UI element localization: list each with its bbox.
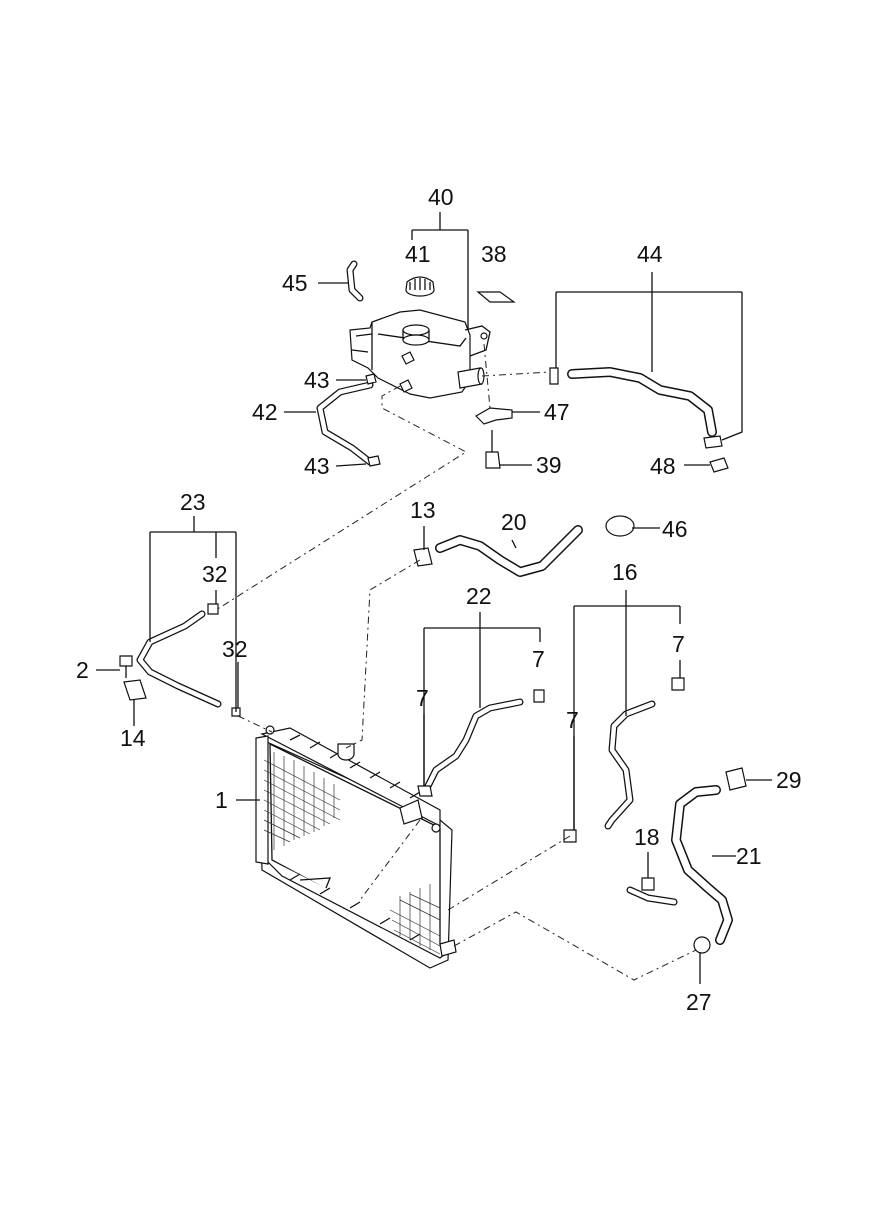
- callout-43a: 43: [304, 367, 330, 393]
- callout-7c: 7: [416, 685, 429, 711]
- callout-7a: 7: [672, 631, 685, 657]
- hose-clip: [671, 677, 685, 691]
- sensor-hose: [626, 886, 678, 906]
- callout-32a: 32: [202, 561, 228, 587]
- hose-clip: [417, 785, 433, 797]
- overflow-hose: [346, 260, 364, 302]
- bolt: [119, 655, 133, 678]
- hose-clip: [533, 689, 545, 703]
- callout-29: 29: [776, 767, 802, 793]
- callout-13: 13: [410, 497, 436, 523]
- bypass-hose: [604, 700, 656, 830]
- callout-7d: 7: [566, 707, 579, 733]
- hose-clamp: [413, 547, 433, 567]
- callout-44: 44: [637, 241, 663, 267]
- clip: [709, 457, 729, 473]
- upper-radiator-hose: [435, 525, 583, 577]
- callout-40: 40: [428, 184, 454, 210]
- hose-clamp: [703, 435, 723, 449]
- radiator: [255, 725, 457, 969]
- callout-39: 39: [536, 452, 562, 478]
- callout-21: 21: [736, 843, 762, 869]
- reservoir-tank: [349, 309, 491, 399]
- connection-lines: [215, 343, 697, 981]
- overflow-pipe: [136, 610, 222, 708]
- callout-1: 1: [215, 787, 228, 813]
- callout-23: 23: [180, 489, 206, 515]
- upper-reservoir-hose: [567, 367, 717, 437]
- hose-clamp: [365, 373, 377, 385]
- bracket: [123, 679, 147, 701]
- clip: [641, 877, 655, 891]
- callout-18: 18: [634, 824, 660, 850]
- pad: [476, 291, 516, 303]
- callout-42: 42: [252, 399, 278, 425]
- bolt: [485, 430, 501, 469]
- callout-46: 46: [662, 516, 688, 542]
- heater-hose: [424, 698, 524, 790]
- clip: [207, 603, 219, 615]
- callout-38: 38: [481, 241, 507, 267]
- hose-clamp: [725, 767, 747, 791]
- reservoir-cap: [405, 276, 435, 297]
- hose-clamp: [549, 367, 559, 385]
- callout-48: 48: [650, 453, 676, 479]
- callout-32b: 32: [222, 636, 248, 662]
- hose-clamp: [693, 936, 711, 954]
- callout-labels: 40 41 38 44 45 43 42 47 43 39 48 23 13 2…: [76, 184, 802, 1015]
- callout-14: 14: [120, 725, 146, 751]
- hose-clamp: [605, 515, 635, 537]
- reservoir-hose: [316, 381, 374, 466]
- callout-2: 2: [76, 657, 89, 683]
- callout-27: 27: [686, 989, 712, 1015]
- callout-47: 47: [544, 399, 570, 425]
- bracket: [475, 407, 513, 425]
- callout-7b: 7: [532, 646, 545, 672]
- callout-16: 16: [612, 559, 638, 585]
- callout-22: 22: [466, 583, 492, 609]
- leader-lines: [96, 212, 772, 984]
- callout-43b: 43: [304, 453, 330, 479]
- callout-20: 20: [501, 509, 527, 535]
- callout-41: 41: [405, 241, 431, 267]
- lower-radiator-hose: [671, 785, 733, 945]
- callout-45: 45: [282, 270, 308, 296]
- hose-clamp: [367, 455, 381, 467]
